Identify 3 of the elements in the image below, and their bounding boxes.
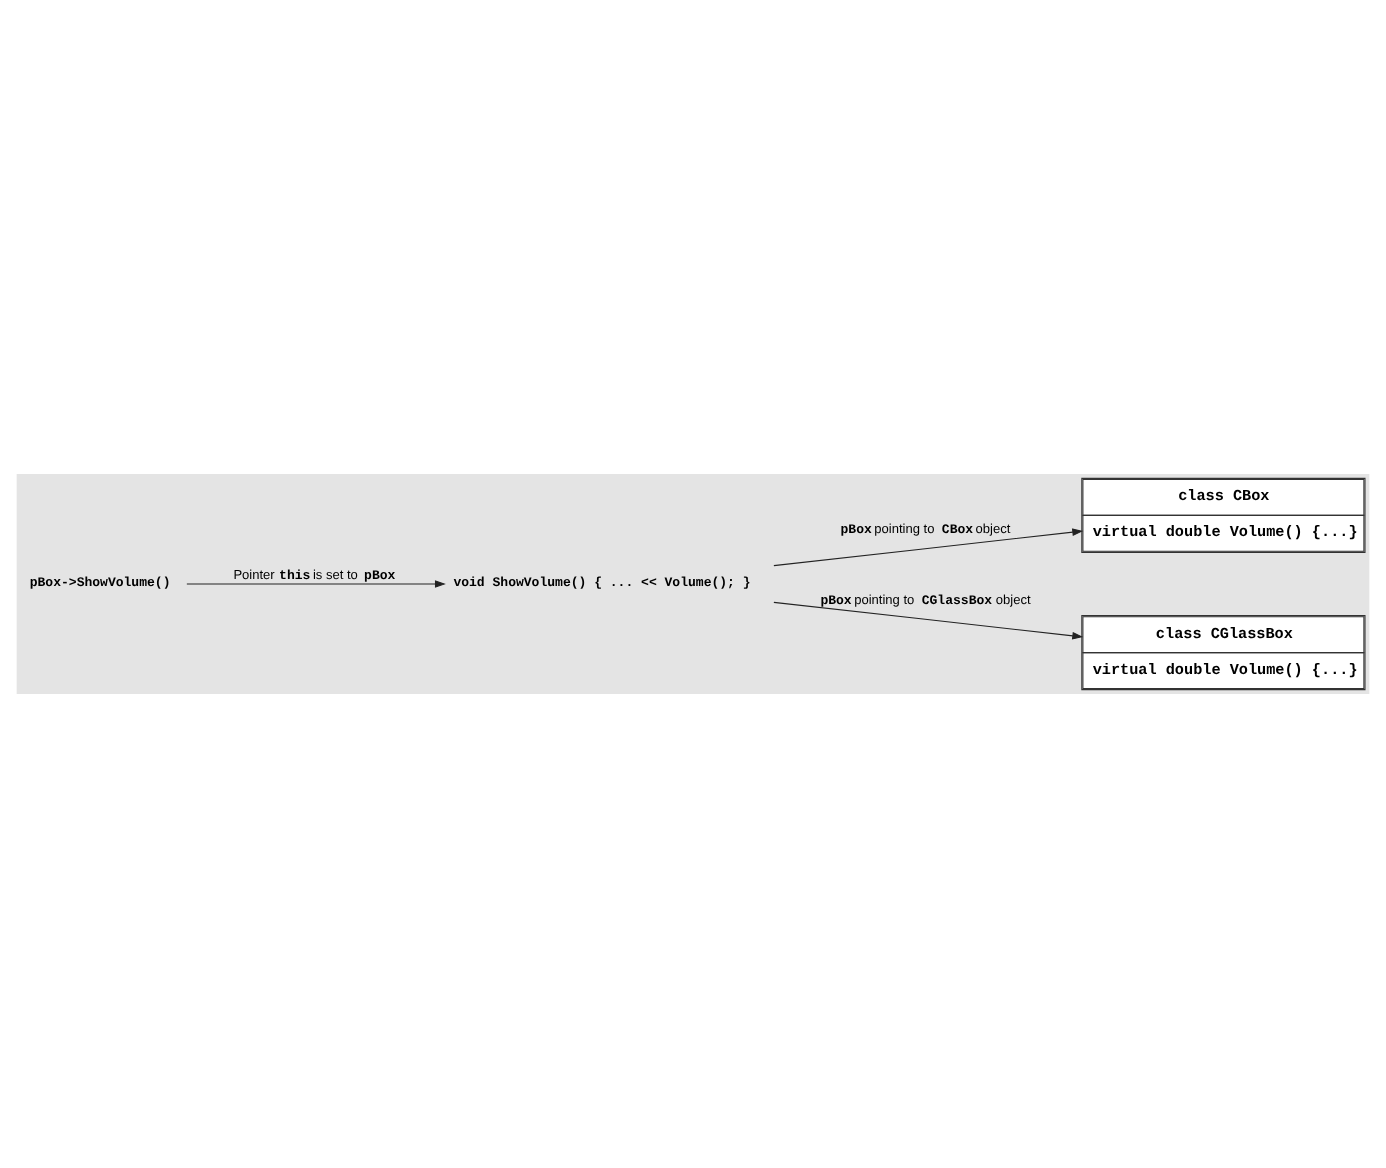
arrow xyxy=(773,601,1084,640)
arrow xyxy=(186,580,446,588)
arrow xyxy=(773,528,1084,567)
